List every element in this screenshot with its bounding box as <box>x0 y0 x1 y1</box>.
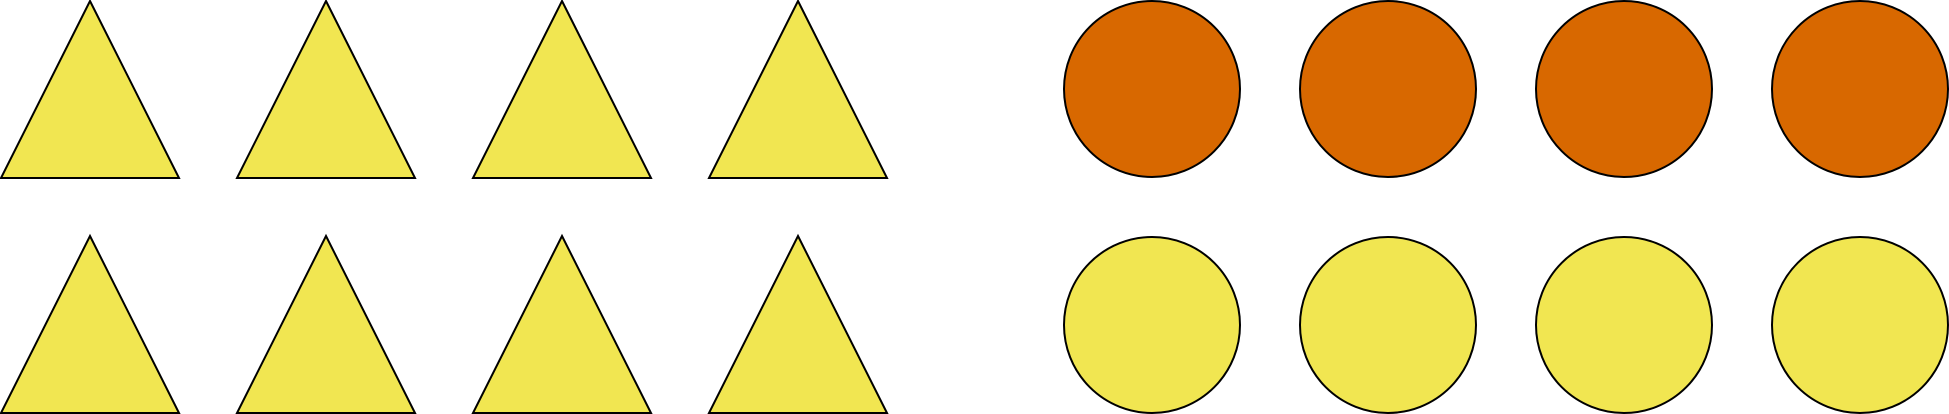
orange-circle <box>1771 0 1949 178</box>
yellow-triangle <box>707 233 889 414</box>
yellow-triangle <box>0 0 181 179</box>
orange-circle <box>1063 0 1241 178</box>
circles-group <box>1063 0 1949 414</box>
yellow-triangle <box>235 0 417 179</box>
triangles-group <box>0 0 889 414</box>
yellow-triangle <box>707 0 889 179</box>
yellow-circle <box>1299 236 1477 414</box>
yellow-circle <box>1535 236 1713 414</box>
yellow-circle <box>1063 236 1241 414</box>
yellow-triangle <box>471 0 653 179</box>
yellow-circle <box>1771 236 1949 414</box>
orange-circle <box>1299 0 1477 178</box>
yellow-triangle <box>0 233 181 414</box>
yellow-triangle <box>471 233 653 414</box>
yellow-triangle <box>235 233 417 414</box>
orange-circle <box>1535 0 1713 178</box>
